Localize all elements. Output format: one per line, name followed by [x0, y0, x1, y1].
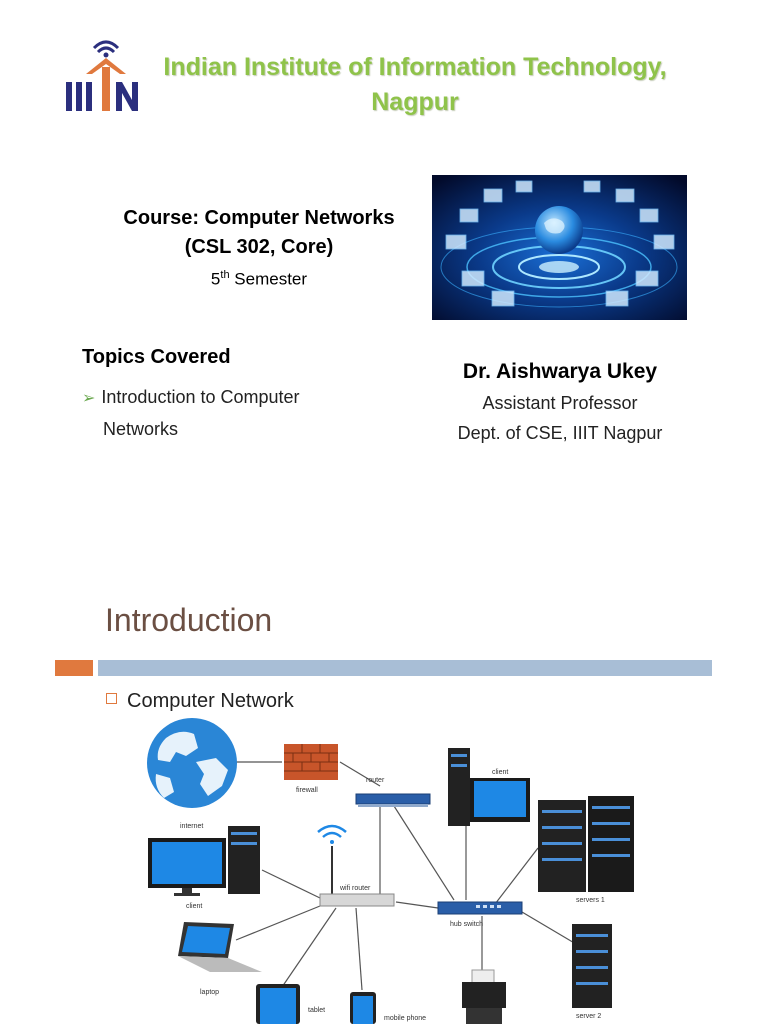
institute-title: Indian Institute of Information Technolo… — [163, 53, 667, 116]
course-title: Course: Computer Networks — [123, 207, 395, 229]
professor-name: Dr. Aishwarya Ukey — [462, 360, 658, 383]
professor-title: Assistant Professor — [482, 393, 638, 413]
course-code: (CSL 302, Core) — [184, 236, 334, 258]
institute-logo — [64, 34, 142, 116]
wifi-router-icon — [317, 824, 395, 907]
internet-globe-icon — [147, 718, 237, 808]
topic-line-1: Introduction to Computer — [101, 387, 300, 407]
label-firewall: firewall — [296, 787, 318, 794]
firewall-icon — [284, 744, 338, 780]
network-globe-graphic — [432, 175, 687, 320]
topic-line-2: Networks — [103, 419, 179, 439]
semester-label: 5th Semester — [100, 262, 418, 293]
arrow-bullet-icon: ➢ — [82, 390, 96, 407]
label-internet: internet — [180, 823, 203, 830]
tablet-icon — [256, 984, 300, 1024]
network-diagram: internet firewall router — [136, 718, 636, 1024]
slide-heading: Introduction — [105, 602, 273, 638]
label-router: router — [366, 777, 385, 784]
bullet-item: Computer Network — [106, 690, 294, 713]
course-block: Course: Computer Networks (CSL 302, Core… — [100, 203, 418, 293]
semester-suffix: th — [220, 269, 230, 281]
label-client-left: client — [186, 903, 202, 910]
servers-1-icon — [538, 796, 634, 892]
topic-item: ➢ Introduction to Computer Networks — [82, 382, 362, 445]
label-mobile-phone: mobile phone — [384, 1015, 426, 1022]
label-tablet: tablet — [308, 1007, 325, 1014]
label-server-2: server 2 — [576, 1013, 601, 1020]
semester-number: 5 — [210, 269, 221, 289]
client-monitor-left-icon — [148, 838, 226, 896]
square-bullet-icon — [106, 693, 117, 704]
accent-bar-blue — [98, 660, 712, 676]
professor-block: Dr. Aishwarya Ukey Assistant Professor D… — [430, 356, 690, 448]
professor-dept: Dept. of CSE, IIIT Nagpur — [457, 423, 663, 443]
label-client-top: client — [492, 769, 508, 776]
label-hub-switch: hub switch — [450, 921, 483, 928]
semester-word: Semester — [229, 269, 308, 289]
label-servers-1: servers 1 — [576, 897, 605, 904]
bullet-text: Computer Network — [127, 690, 294, 712]
network-globe-image — [432, 175, 687, 320]
label-laptop: laptop — [200, 989, 219, 996]
institute-logo-graphic — [66, 40, 138, 111]
client-tower-top-icon — [448, 748, 470, 826]
accent-bar-orange — [55, 660, 93, 676]
mobile-phone-icon — [350, 992, 376, 1024]
label-wifi-router: wifi router — [339, 885, 371, 892]
topics-heading: Topics Covered — [82, 346, 231, 368]
printer-icon — [462, 969, 506, 1024]
laptop-icon — [178, 922, 262, 972]
client-tower-left-icon — [228, 826, 260, 894]
server-2-icon — [572, 924, 612, 1008]
router-icon — [355, 793, 431, 807]
client-monitor-top-icon — [470, 778, 530, 822]
network-diagram-graphic: internet firewall router — [147, 718, 634, 1024]
hub-switch-icon — [437, 901, 523, 915]
